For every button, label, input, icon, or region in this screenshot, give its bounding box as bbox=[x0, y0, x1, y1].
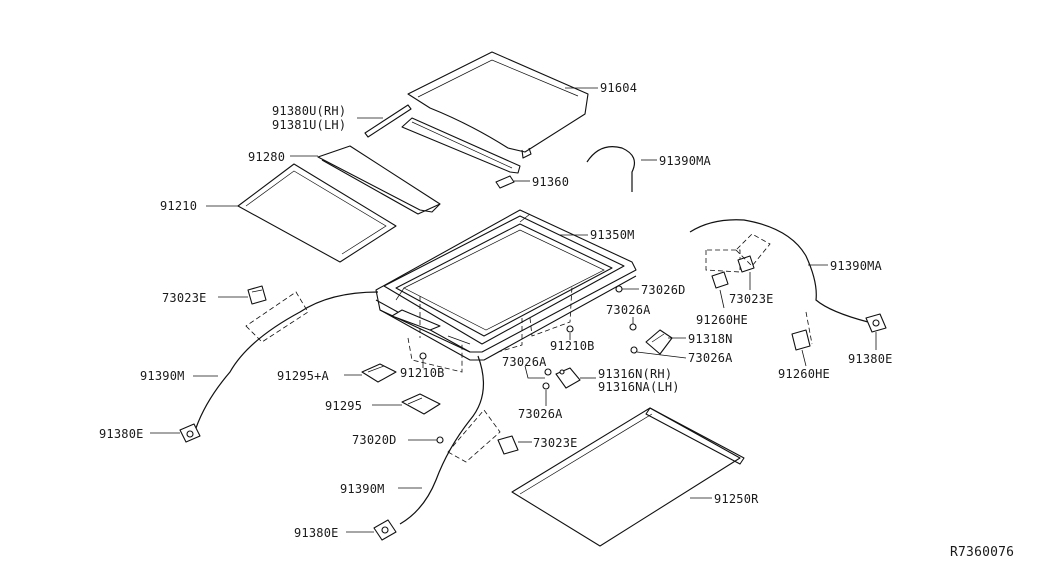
clip-73026a-bottom bbox=[542, 382, 550, 390]
deflector-91360 bbox=[495, 175, 515, 189]
clip-73026a-right bbox=[630, 346, 638, 354]
label-91350m: 91350M bbox=[590, 228, 635, 242]
guide-91260he-lower bbox=[805, 311, 813, 345]
guide-73023e-bottom bbox=[447, 409, 501, 463]
frame-assembly-91350m bbox=[375, 209, 637, 361]
label-91380u: 91380U(RH) bbox=[272, 104, 346, 118]
label-91390ma-right: 91390MA bbox=[830, 259, 883, 273]
guide-frame-left bbox=[407, 337, 463, 373]
guide-91260he-upper bbox=[705, 249, 741, 273]
label-91381u: 91381U(LH) bbox=[272, 118, 346, 132]
glass-91210 bbox=[237, 163, 397, 263]
grommet-73023e-bottom bbox=[497, 435, 519, 455]
label-91316n: 91316N(RH) bbox=[598, 367, 672, 381]
side-trim-91380u bbox=[364, 104, 412, 138]
guide-frame-center bbox=[497, 318, 523, 353]
label-73026a-right: 73026A bbox=[688, 351, 733, 365]
label-91210: 91210 bbox=[160, 199, 197, 213]
label-73023e-left: 73023E bbox=[162, 291, 207, 305]
grommet-73023e-right bbox=[737, 255, 755, 273]
bracket-91295a bbox=[361, 363, 397, 383]
clip-73026a-top bbox=[629, 323, 637, 331]
label-91318n: 91318N bbox=[688, 332, 733, 346]
leader-91260he-upper bbox=[719, 289, 725, 309]
label-73020d: 73020D bbox=[352, 433, 397, 447]
bracket-91316n bbox=[555, 367, 581, 389]
clip-91210b-right bbox=[566, 325, 574, 333]
label-91316na: 91316NA(LH) bbox=[598, 380, 680, 394]
leader-73026a-right bbox=[636, 351, 687, 359]
clip-73026a-mid bbox=[544, 368, 552, 376]
label-73023e-right: 73023E bbox=[729, 292, 774, 306]
seal-91280 bbox=[317, 145, 441, 215]
label-91390m-bottom: 91390M bbox=[340, 482, 385, 496]
guide-frame-right bbox=[529, 285, 573, 337]
label-91390ma-top: 91390MA bbox=[659, 154, 712, 168]
clip-91260he-upper bbox=[711, 271, 729, 289]
label-91360: 91360 bbox=[532, 175, 569, 189]
label-91280: 91280 bbox=[248, 150, 285, 164]
label-91260he-upper: 91260HE bbox=[696, 313, 748, 327]
label-91295: 91295 bbox=[325, 399, 362, 413]
clip-73026d bbox=[615, 285, 623, 293]
label-73026a-mid: 73026A bbox=[502, 355, 547, 369]
nozzle-91380e-right bbox=[865, 313, 887, 333]
label-91250r: 91250R bbox=[714, 492, 759, 506]
nozzle-91380e-bottom bbox=[373, 519, 397, 541]
label-91210b-right: 91210B bbox=[550, 339, 595, 353]
nozzle-91380e-left bbox=[179, 423, 201, 443]
clip-73020d bbox=[436, 436, 444, 444]
label-91604: 91604 bbox=[600, 81, 637, 95]
guide-73023e-right bbox=[735, 233, 771, 267]
side-trim-91381u bbox=[401, 117, 521, 174]
drain-hose-91390ma-top bbox=[586, 146, 635, 192]
drain-hose-91390ma-right bbox=[689, 219, 869, 323]
label-73026a-bottom: 73026A bbox=[518, 407, 563, 421]
label-73023e-bottom: 73023E bbox=[533, 436, 578, 450]
label-91210b-left: 91210B bbox=[400, 366, 445, 380]
bracket-91295 bbox=[401, 393, 441, 415]
label-91380e-left: 91380E bbox=[99, 427, 144, 441]
sunshade-91250r bbox=[511, 407, 745, 547]
glass-panel-91604 bbox=[407, 51, 589, 159]
label-91260he-lower: 91260HE bbox=[778, 367, 830, 381]
label-91380e-right: 91380E bbox=[848, 352, 893, 366]
label-73026a-top: 73026A bbox=[606, 303, 651, 317]
drain-hose-91390m-left bbox=[195, 291, 379, 429]
drain-hose-91390m-bottom bbox=[399, 355, 484, 525]
leader-91260he-lower bbox=[801, 349, 807, 367]
clip-91210b-left bbox=[419, 352, 427, 360]
guide-73023e-left bbox=[245, 291, 309, 343]
leader-73026a-mid bbox=[524, 365, 545, 379]
label-91390m-left: 91390M bbox=[140, 369, 185, 383]
reference-code: R7360076 bbox=[950, 545, 1014, 560]
label-73026d: 73026D bbox=[641, 283, 686, 297]
grommet-73023e-left bbox=[247, 285, 267, 305]
label-91295a: 91295+A bbox=[277, 369, 330, 383]
clip-91260he-lower bbox=[791, 329, 811, 351]
label-91380e-bottom: 91380E bbox=[294, 526, 339, 540]
bracket-91318n bbox=[645, 329, 673, 355]
